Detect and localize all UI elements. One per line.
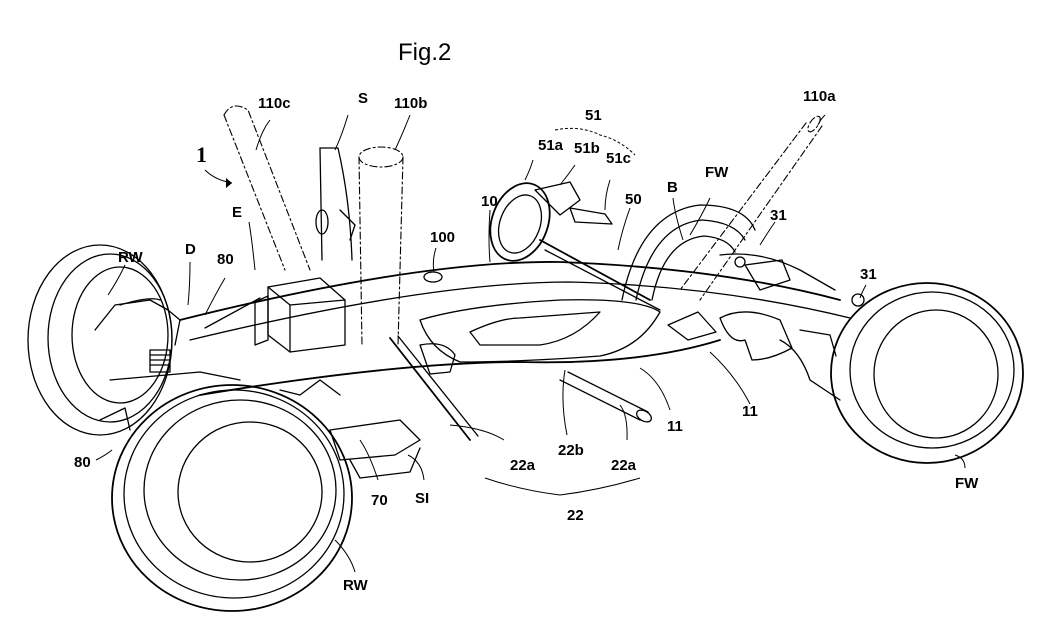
label-SI: SI bbox=[415, 490, 429, 507]
arrow-head-icon bbox=[226, 178, 232, 188]
label-31-lower: 31 bbox=[860, 266, 877, 283]
label-110b: 110b bbox=[394, 95, 427, 112]
front-wheel-upper bbox=[621, 204, 756, 301]
rear-wheel-front bbox=[111, 384, 353, 612]
label-FW-top: FW bbox=[705, 164, 729, 181]
label-51b: 51b bbox=[574, 140, 600, 157]
roll-bar-tubes bbox=[223, 105, 823, 346]
label-51: 51 bbox=[585, 107, 602, 124]
label-31-upper: 31 bbox=[770, 207, 787, 224]
label-D: D bbox=[185, 241, 196, 258]
label-50: 50 bbox=[625, 191, 642, 208]
label-80-left: 80 bbox=[74, 454, 91, 471]
label-11-a: 11 bbox=[667, 418, 683, 435]
figure-title: Fig.2 bbox=[398, 39, 451, 66]
engine-unit bbox=[254, 277, 346, 353]
label-110a: 110a bbox=[803, 88, 836, 105]
label-110c: 110c bbox=[258, 95, 291, 112]
label-B: B bbox=[667, 179, 678, 196]
steering-wheel bbox=[489, 181, 661, 311]
label-51c: 51c bbox=[606, 150, 631, 167]
label-100: 100 bbox=[430, 229, 455, 246]
label-FW-right: FW bbox=[955, 475, 979, 492]
label-70: 70 bbox=[371, 492, 388, 509]
rear-wheel-left bbox=[27, 244, 173, 436]
vehicle-reference: 1 bbox=[196, 142, 233, 188]
label-80-top: 80 bbox=[217, 251, 234, 268]
label-RW-bottom: RW bbox=[343, 577, 369, 594]
label-22b: 22b bbox=[558, 442, 584, 459]
label-1: 1 bbox=[196, 142, 207, 167]
label-22a-left: 22a bbox=[510, 457, 536, 474]
label-10: 10 bbox=[481, 193, 498, 210]
front-suspension bbox=[719, 253, 865, 401]
label-22: 22 bbox=[567, 507, 584, 524]
rear-suspension bbox=[94, 297, 261, 431]
reference-labels: 110c S 110b 51 51a 51b 51c 110a E 10 50 … bbox=[74, 88, 979, 594]
main-frame bbox=[179, 261, 851, 396]
label-11-b: 11 bbox=[742, 403, 758, 420]
label-RW-left: RW bbox=[118, 249, 144, 266]
front-wheel-right bbox=[830, 282, 1024, 464]
label-E: E bbox=[232, 204, 242, 221]
leader-lines bbox=[95, 114, 966, 573]
label-22a-right: 22a bbox=[611, 457, 637, 474]
seat-support bbox=[315, 147, 356, 261]
label-S: S bbox=[358, 90, 368, 107]
label-51a: 51a bbox=[538, 137, 564, 154]
